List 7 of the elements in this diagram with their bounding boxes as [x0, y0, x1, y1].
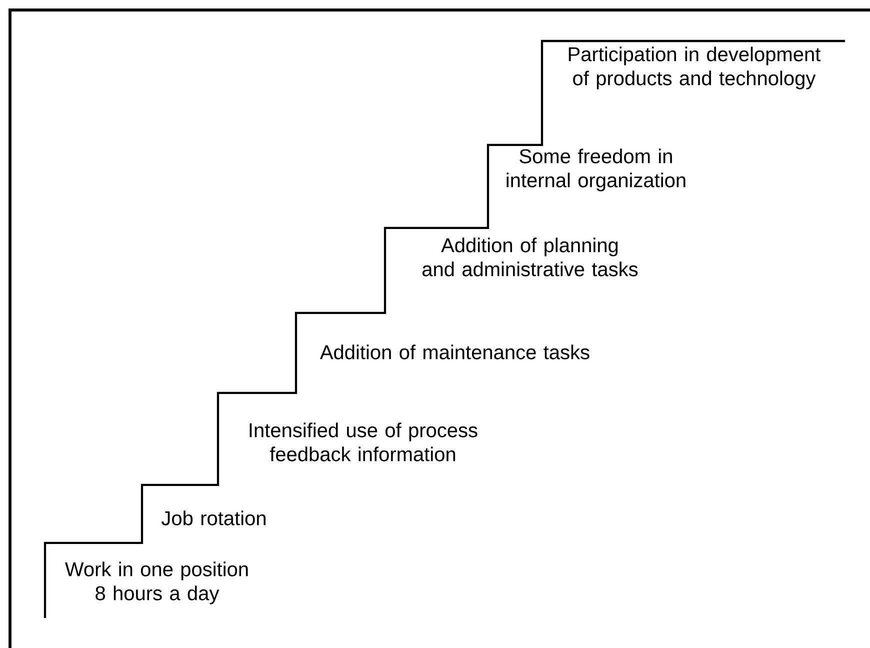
- step-label: Job rotation: [162, 510, 266, 526]
- step-label: Intensified use of process feedback information: [250, 422, 478, 462]
- step-label: Some freedom in internal organization: [506, 148, 686, 192]
- step-label: Participation in development of products and technology: [568, 46, 821, 90]
- step-label: Addition of maintenance tasks: [320, 344, 590, 360]
- step-label: Addition of planning and administrative tasks: [422, 238, 638, 276]
- step-label: Work in one position 8 hours a day: [65, 562, 248, 604]
